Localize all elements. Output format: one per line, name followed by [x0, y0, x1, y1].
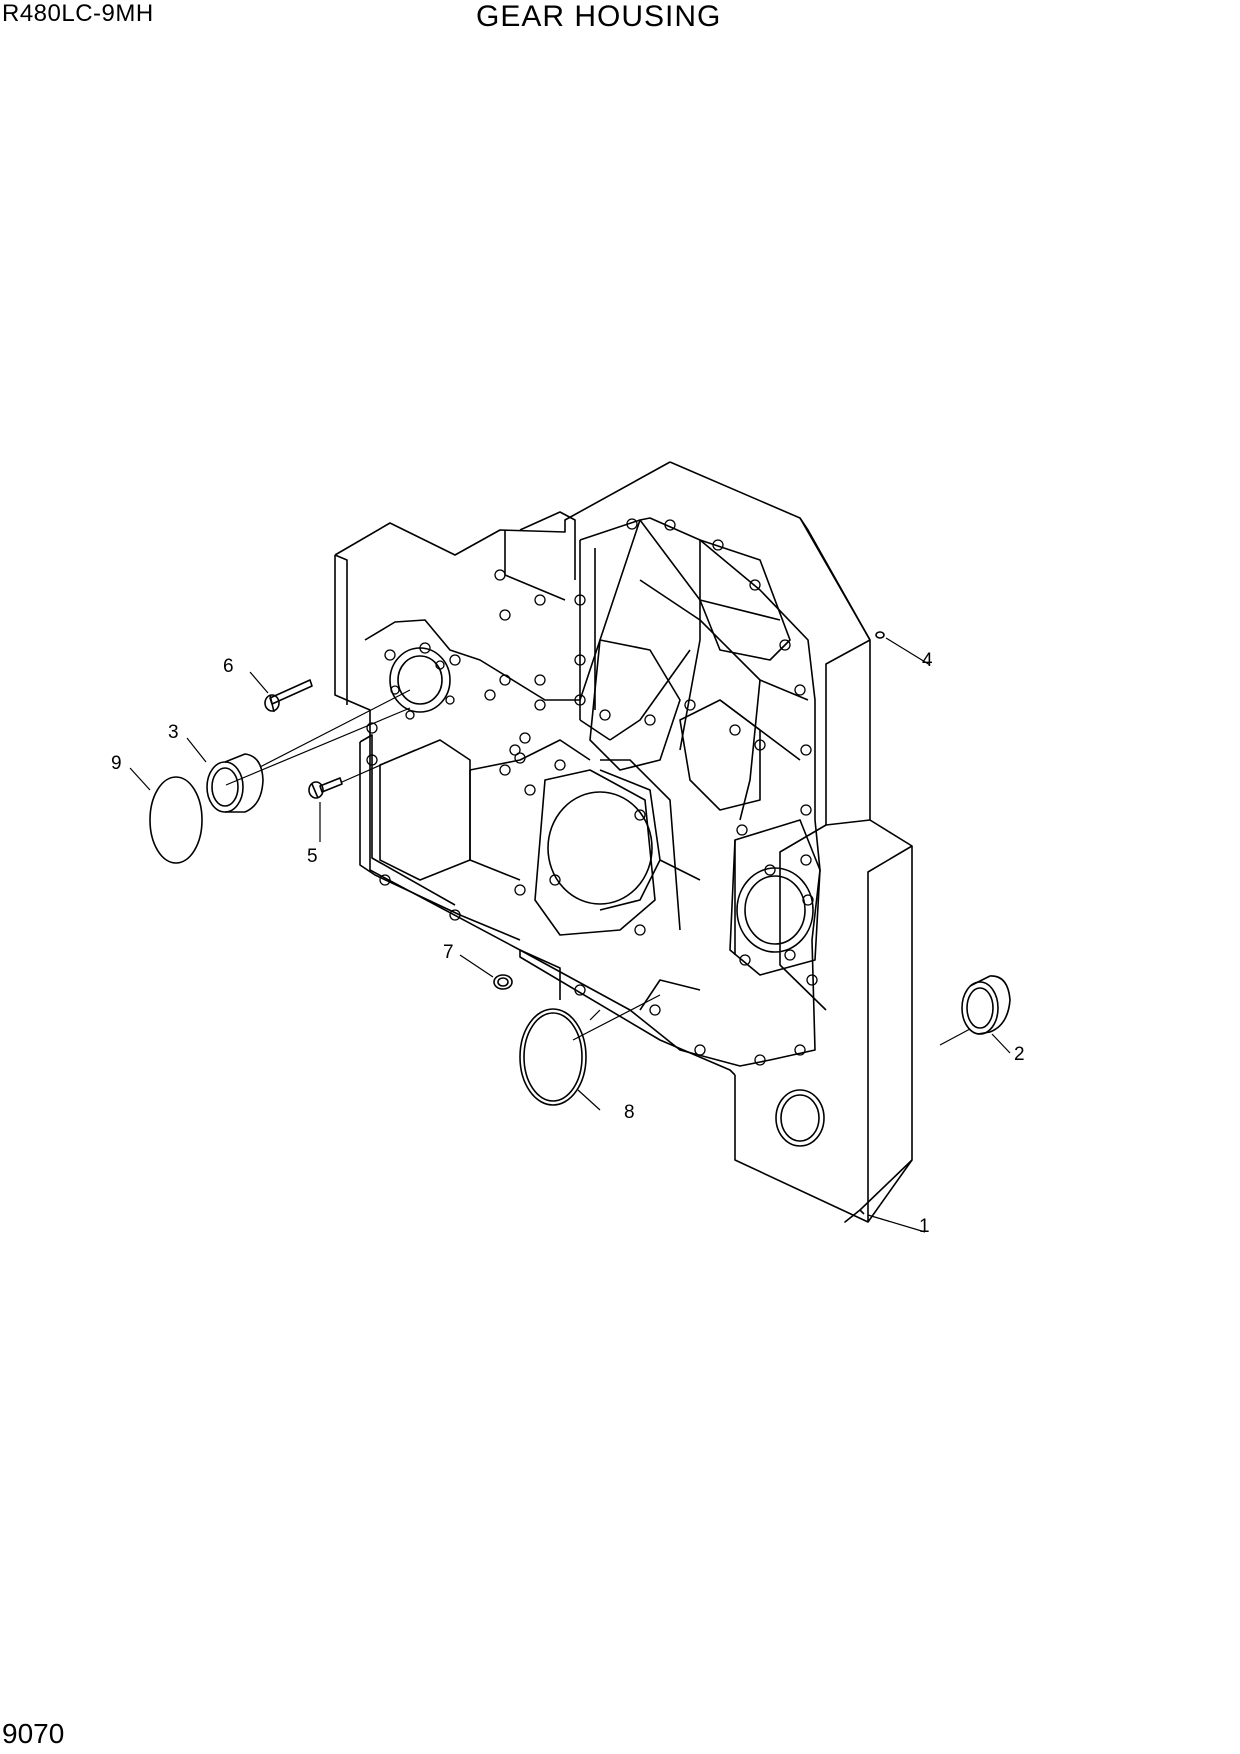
callout-7: 7 — [443, 942, 454, 963]
gear-housing-part — [334, 461, 913, 1223]
bolt-part-6 — [264, 679, 313, 713]
callout-9: 9 — [111, 753, 122, 774]
callout-5: 5 — [307, 846, 318, 867]
leader-lines — [129, 637, 1011, 1233]
model-label: R480LC-9MH — [2, 0, 154, 27]
seal-part-2 — [939, 975, 1011, 1046]
plug-part-4 — [875, 631, 885, 639]
washer-part-7 — [493, 974, 513, 990]
callout-3: 3 — [168, 722, 179, 743]
callout-8: 8 — [624, 1102, 635, 1123]
callout-1: 1 — [919, 1216, 930, 1237]
bolt-part-5 — [308, 777, 343, 799]
callout-4: 4 — [922, 650, 933, 671]
callout-2: 2 — [1014, 1044, 1025, 1065]
callout-6: 6 — [223, 656, 234, 677]
page-title: GEAR HOUSING — [476, 0, 722, 33]
o-ring-part-9 — [149, 776, 203, 864]
o-ring-part-8 — [519, 1008, 587, 1106]
page-number: 9070 — [2, 1718, 65, 1749]
seal-part-3 — [206, 753, 264, 813]
